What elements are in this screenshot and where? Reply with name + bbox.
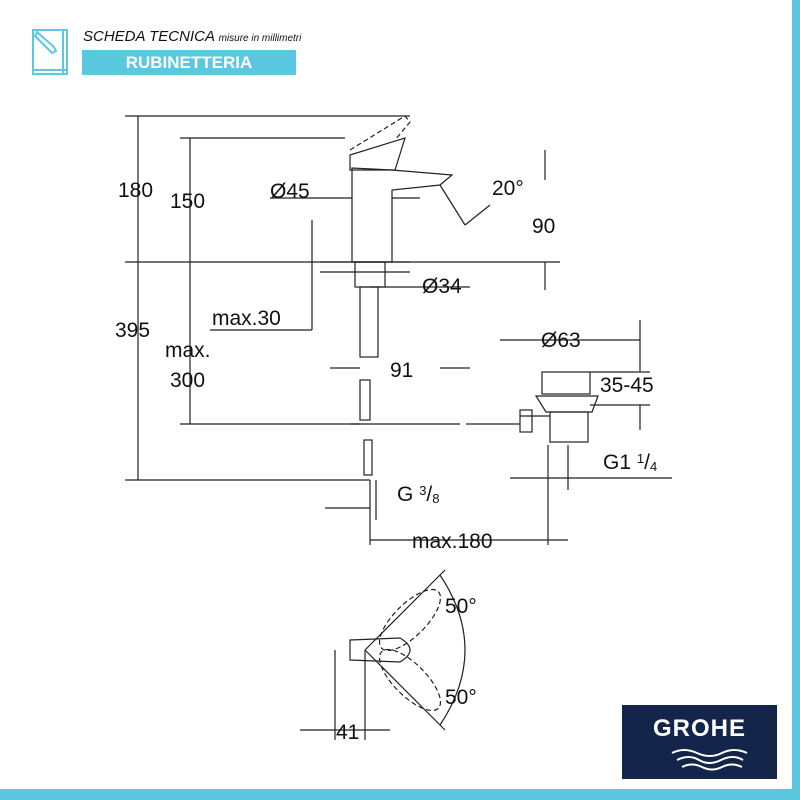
wave-icon bbox=[671, 749, 748, 771]
dim-lever-angle-bottom: 50° bbox=[445, 686, 477, 709]
dim-drain-range: 35-45 bbox=[600, 374, 654, 397]
dim-max-distance: max.180 bbox=[412, 530, 493, 553]
category-band: RUBINETTERIA bbox=[82, 50, 296, 75]
dim-supply-thread: G 3/8 bbox=[397, 483, 440, 506]
dim-lever-offset: 41 bbox=[336, 721, 360, 744]
frame-border-bottom bbox=[0, 789, 800, 800]
dim-shank-diameter: Ø34 bbox=[422, 275, 462, 298]
dim-spout-height: 150 bbox=[170, 190, 206, 213]
dim-max-deck: max.30 bbox=[212, 307, 281, 330]
sheet-title: SCHEDA TECNICA misure in millimetri bbox=[83, 28, 302, 45]
dim-total-height: 180 bbox=[118, 179, 154, 202]
dim-drain-diameter: Ø63 bbox=[541, 329, 581, 352]
frame-border-right bbox=[792, 0, 800, 800]
grohe-logo: GROHE bbox=[622, 705, 777, 779]
dim-spout-projection: 90 bbox=[532, 215, 556, 238]
dim-max-value: 300 bbox=[170, 369, 206, 392]
dim-lever-angle-top: 50° bbox=[445, 595, 477, 618]
dim-below-deck: 395 bbox=[115, 319, 151, 342]
dim-body-diameter: Ø45 bbox=[270, 180, 310, 203]
dim-spout-angle: 20° bbox=[492, 177, 524, 200]
dim-max-label: max. bbox=[165, 339, 211, 362]
dim-drain-thread: G1 1/4 bbox=[603, 451, 658, 474]
dim-drain-offset: 91 bbox=[390, 359, 414, 382]
